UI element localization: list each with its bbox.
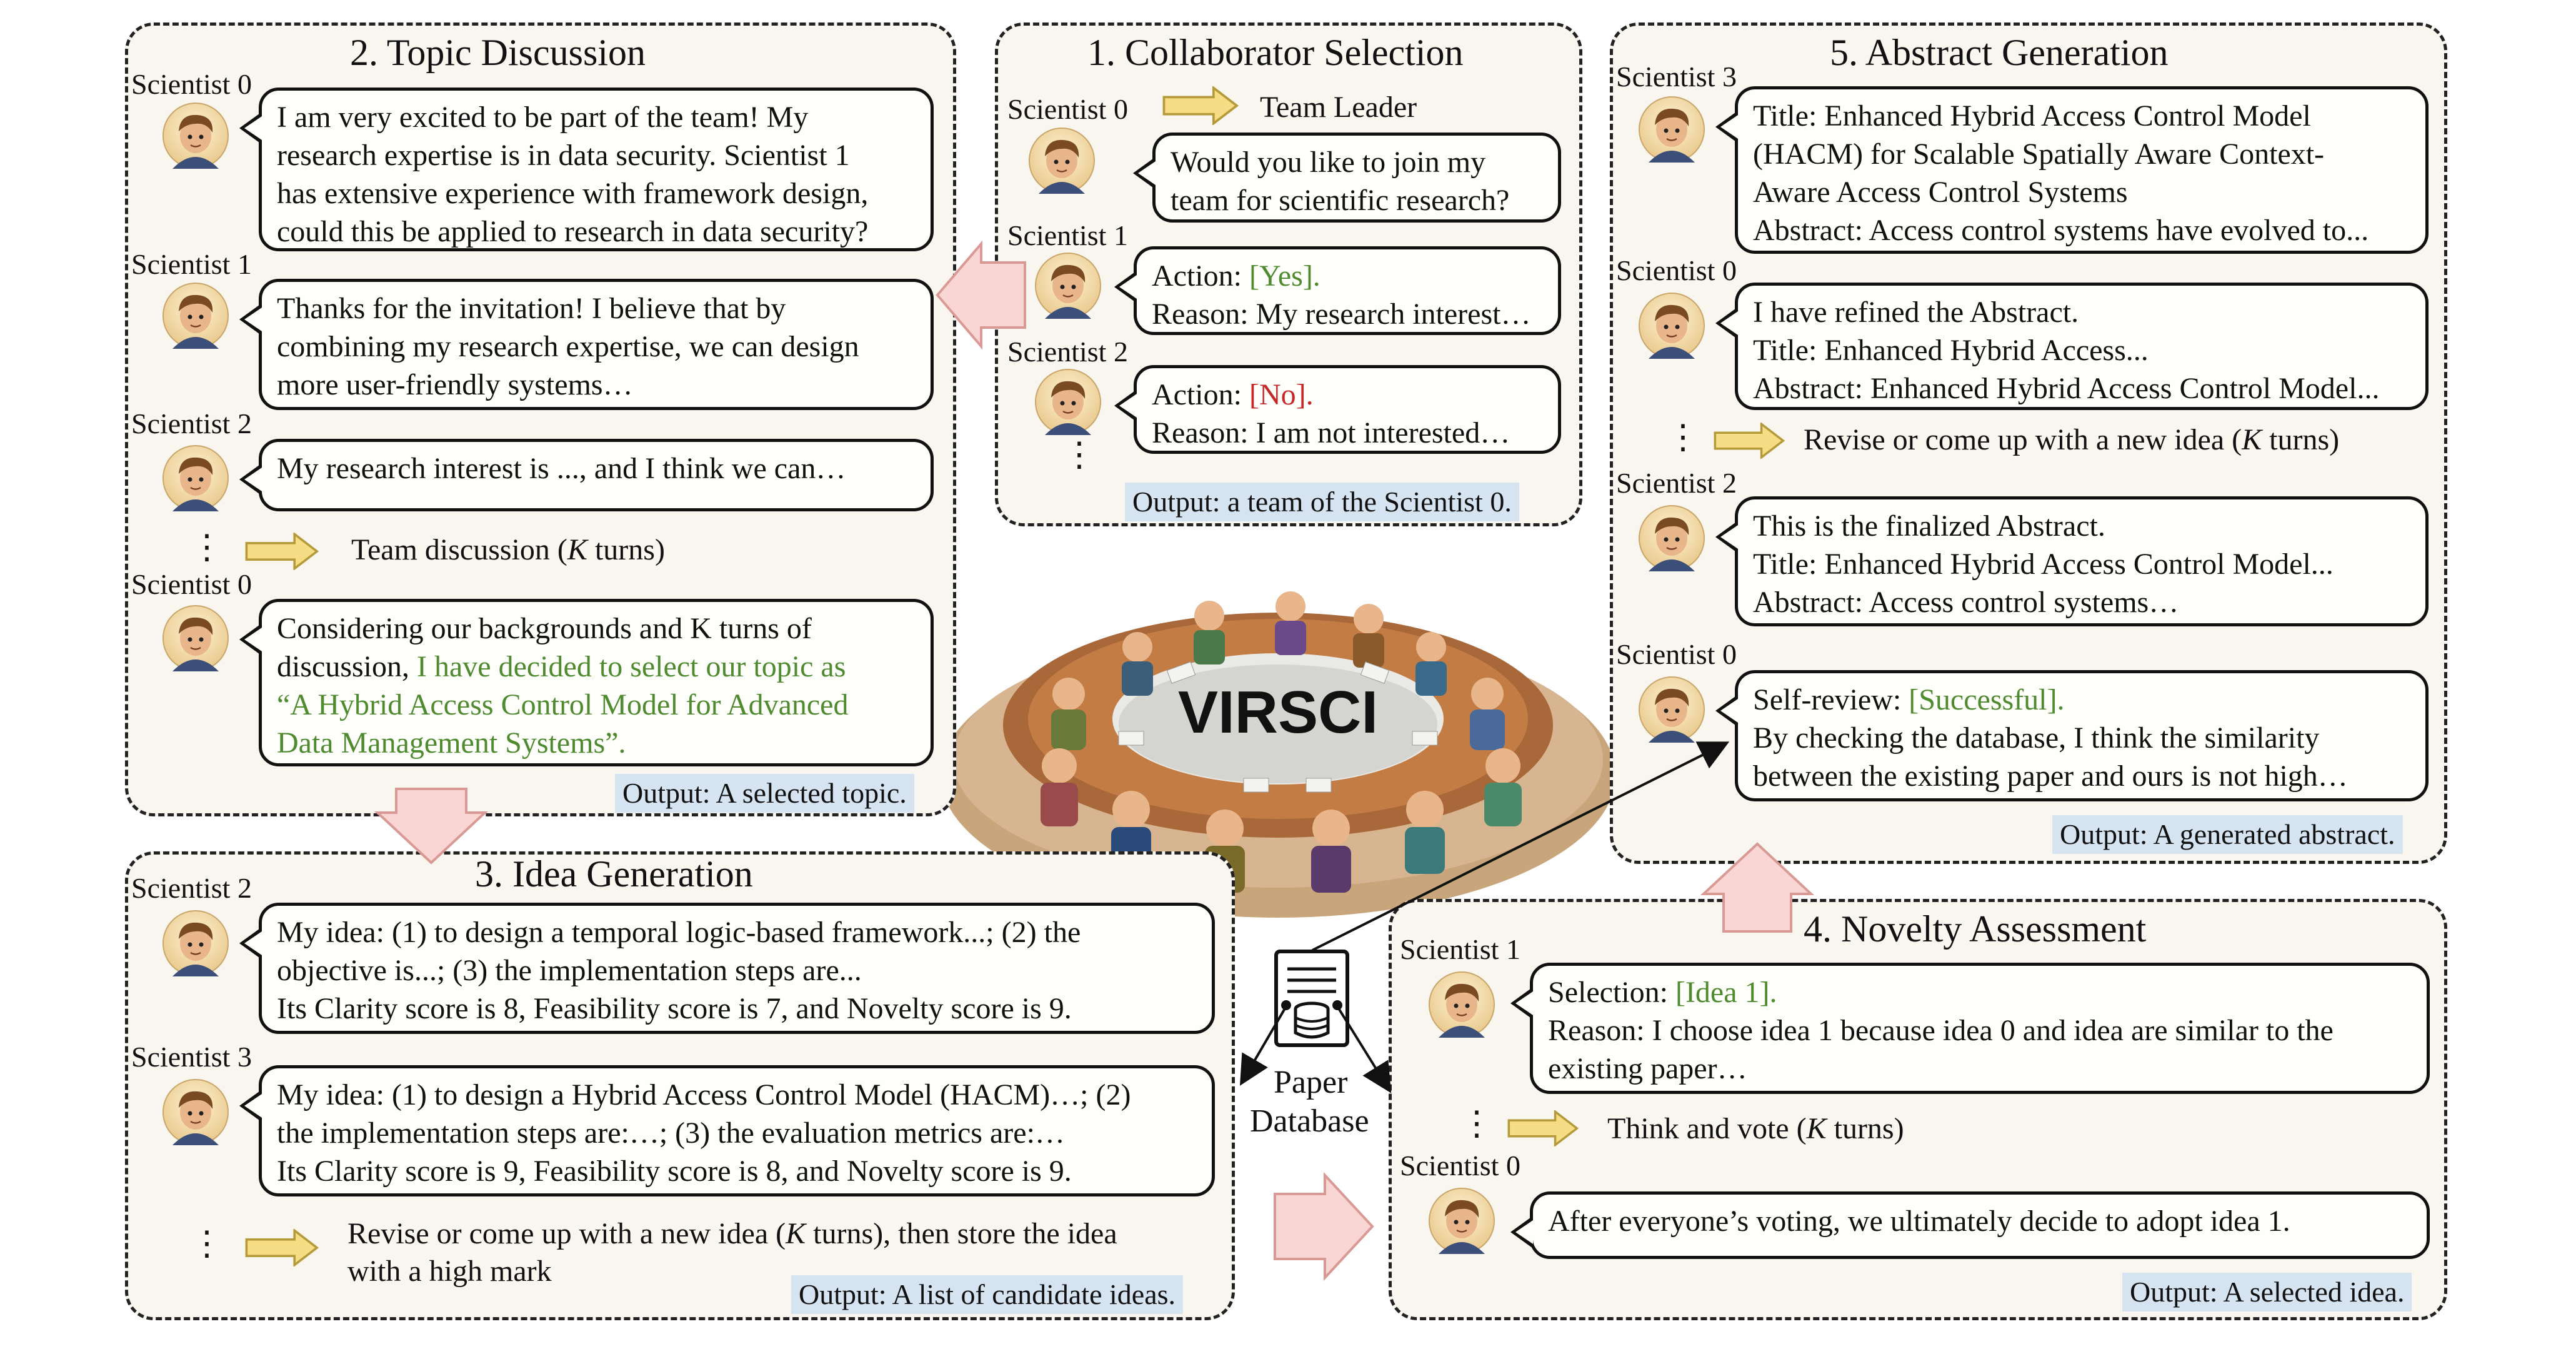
scientist-label: Scientist 3 [131, 1041, 252, 1073]
connector-db-to-idea-generation [1239, 1005, 1287, 1086]
speech-bubble: Thanks for the invitation! I believe tha… [239, 279, 934, 410]
speech-bubble: Action: [Yes]. Reason: My research inter… [1114, 246, 1561, 335]
loop-note: Revise or come up with a new idea (K tur… [347, 1217, 1117, 1250]
scientist-label: Scientist 0 [1616, 638, 1737, 670]
database-label-line2: Database [1250, 1103, 1369, 1139]
flow-arrow-left [936, 240, 1026, 350]
scientist-label: Scientist 2 [131, 872, 252, 904]
panel-title: 1. Collaborator Selection [1087, 32, 1464, 73]
speech-bubble: Would you like to join my team for scien… [1133, 133, 1561, 223]
output-label: Output: A generated abstract. [2052, 815, 2403, 854]
scientist-label: Scientist 0 [1400, 1150, 1520, 1181]
virsci-round-table: VIRSCI [941, 591, 1615, 918]
scientist-label: Scientist 1 [1007, 219, 1128, 251]
loop-note: Revise or come up with a new idea (K tur… [1804, 423, 2340, 456]
flow-arrow-down [374, 788, 489, 865]
connector-db-to-novelty [1336, 1005, 1392, 1093]
speech-bubble: My idea: (1) to design a Hybrid Access C… [239, 1065, 1215, 1196]
loop-note: Team discussion (K turns) [351, 533, 665, 566]
panel-title: 3. Idea Generation [475, 853, 753, 895]
ellipsis-dots: ⋮ [190, 1225, 224, 1262]
team-leader-label: Team Leader [1260, 91, 1417, 124]
speech-bubble: Selection: [Idea 1]. Reason: I choose id… [1510, 963, 2430, 1094]
scientist-label: Scientist 0 [131, 568, 252, 600]
speech-bubble: I have refined the Abstract. Title: Enha… [1715, 283, 2429, 410]
speech-bubble: Considering our backgrounds and K turns … [239, 599, 934, 766]
speech-bubble: My idea: (1) to design a temporal logic-… [239, 903, 1215, 1034]
scientist-label: Scientist 0 [1616, 254, 1737, 286]
speech-bubble: After everyone’s voting, we ultimately d… [1510, 1191, 2430, 1259]
flow-arrow-right [1274, 1171, 1374, 1281]
output-label: Output: A list of candidate ideas. [791, 1275, 1184, 1314]
scientist-label: Scientist 1 [131, 248, 252, 280]
output-label: Output: a team of the Scientist 0. [1125, 483, 1519, 521]
scientist-label: Scientist 1 [1400, 933, 1520, 965]
database-icon [1274, 950, 1349, 1047]
ellipsis-dots: ⋮ [1062, 436, 1096, 473]
output-label: Output: A selected idea. [2122, 1273, 2412, 1311]
loop-note: Think and vote (K turns) [1607, 1112, 1904, 1145]
panel-title: 4. Novelty Assessment [1804, 908, 2147, 950]
scientist-label: Scientist 0 [1007, 93, 1128, 125]
speech-bubble: I am very excited to be part of the team… [239, 88, 934, 251]
panel-title: 2. Topic Discussion [350, 32, 646, 73]
output-label: Output: A selected topic. [615, 774, 914, 813]
scientist-label: Scientist 2 [131, 408, 252, 439]
virsci-title: VIRSCI [1178, 679, 1378, 746]
scientist-label: Scientist 0 [131, 68, 252, 100]
connector-db-to-selfreview [1312, 741, 1730, 951]
scientist-label: Scientist 2 [1007, 336, 1128, 368]
panel-title: 5. Abstract Generation [1830, 32, 2169, 73]
database-label-line1: Paper [1274, 1065, 1348, 1100]
ellipsis-dots: ⋮ [190, 528, 224, 566]
speech-bubble: Title: Enhanced Hybrid Access Control Mo… [1715, 86, 2429, 254]
speech-bubble: Self-review: [Successful]. By checking t… [1715, 670, 2429, 801]
flow-arrow-up [1700, 842, 1815, 933]
speech-bubble: Action: [No]. Reason: I am not intereste… [1114, 365, 1561, 454]
speech-bubble: My research interest is ..., and I think… [239, 439, 934, 511]
speech-bubble: This is the finalized Abstract. Title: E… [1715, 496, 2429, 626]
loop-note-line2: with a high mark [347, 1255, 552, 1288]
ellipsis-dots: ⋮ [1460, 1105, 1494, 1142]
ellipsis-dots: ⋮ [1666, 418, 1700, 456]
scientist-label: Scientist 2 [1616, 467, 1737, 499]
scientist-label: Scientist 3 [1616, 61, 1737, 93]
